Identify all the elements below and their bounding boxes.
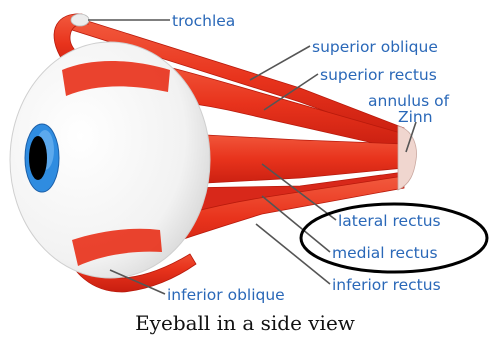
label-inferior-oblique: inferior oblique: [167, 286, 285, 304]
label-trochlea: trochlea: [172, 12, 235, 30]
label-inferior-rectus: inferior rectus: [332, 276, 441, 294]
leader-inferior-rectus: [256, 224, 330, 284]
trochlea-ring: [71, 14, 89, 26]
pupil: [29, 136, 47, 180]
figure-caption: Eyeball in a side view: [135, 311, 355, 335]
label-annulus-line2: Zinn: [398, 108, 433, 126]
label-superior-oblique: superior oblique: [312, 38, 438, 56]
label-superior-rectus: superior rectus: [320, 66, 437, 84]
label-lateral-rectus: lateral rectus: [338, 212, 441, 230]
leader-superior-oblique: [250, 46, 310, 80]
label-medial-rectus: medial rectus: [332, 244, 438, 262]
annulus-of-zinn: [398, 126, 416, 190]
eyeball: [10, 42, 210, 278]
